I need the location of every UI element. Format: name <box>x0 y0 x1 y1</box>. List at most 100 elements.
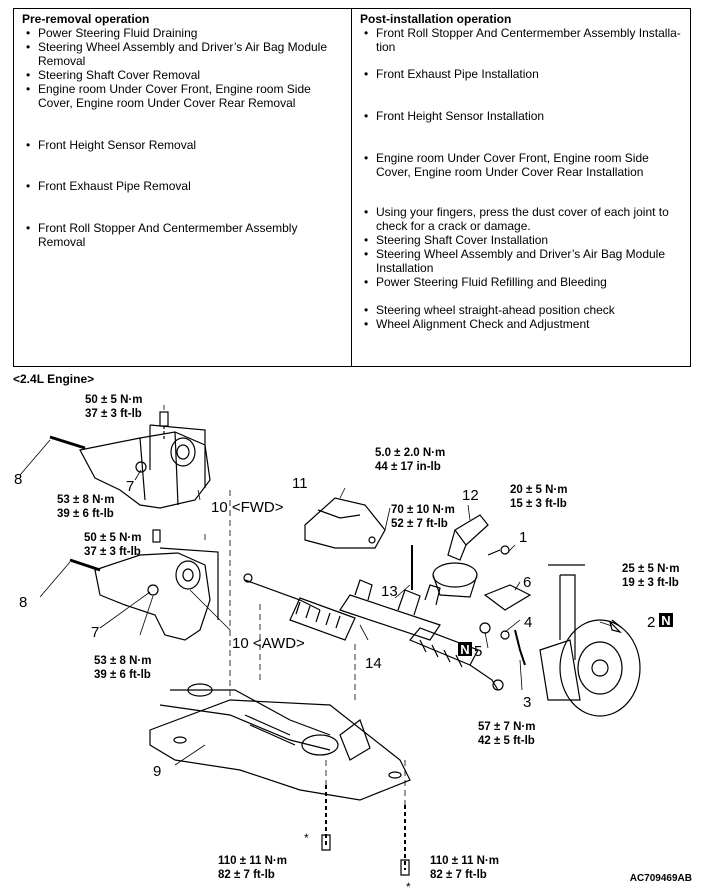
post-installation-item: Steering Wheel Assembly and Driver’s Air… <box>360 247 665 275</box>
pre-removal-item: Front Height Sensor Removal <box>22 138 196 152</box>
torque-label: 25 ± 5 N·m <box>622 563 679 575</box>
torque-label: 44 ± 17 in-lb <box>375 461 441 473</box>
post-installation-item-line: Steering Wheel Assembly and Driver’s Air… <box>376 247 666 261</box>
pre-removal-item: Power Steering Fluid Draining <box>22 26 197 40</box>
pre-removal-item: Engine room Under Cover Front, Engine ro… <box>22 82 311 110</box>
torque-label: 110 ± 11 N·m <box>430 855 499 867</box>
post-installation-item: Front Exhaust Pipe Installation <box>360 67 539 81</box>
pre-removal-item-line: Cover, Engine room Under Cover Rear Remo… <box>38 96 296 110</box>
n-mark-part-5: N <box>458 642 472 657</box>
callout-10-awd: 10 <AWD> <box>232 635 305 652</box>
tie-rod-end-parts <box>479 622 526 666</box>
operations-table: Pre-removal operation Power Steering Flu… <box>13 8 691 367</box>
pre-removal-item: Steering Shaft Cover Removal <box>22 68 200 82</box>
post-installation-item: Wheel Alignment Check and Adjustment <box>360 317 589 331</box>
torque-label: 37 ± 3 ft-lb <box>84 546 141 558</box>
torque-label: 50 ± 5 N·m <box>85 394 142 406</box>
callout-3: 3 <box>523 694 531 711</box>
torque-label: 53 ± 8 N·m <box>94 655 151 667</box>
asterisk-mark: * <box>406 880 411 891</box>
pre-removal-item-line: Front Height Sensor Removal <box>38 138 197 152</box>
figure-id: AC709469AB <box>630 873 692 884</box>
callout-10-fwd: 10 <FWD> <box>211 499 284 516</box>
post-installation-item: Front Roll Stopper And Centermember Asse… <box>360 26 681 54</box>
leader-lines <box>19 405 613 805</box>
callout-1: 1 <box>519 529 527 546</box>
callout-8: 8 <box>14 471 22 488</box>
pre-removal-item-line: Steering Wheel Assembly and Driver’s Air… <box>38 40 328 54</box>
torque-label: 39 ± 6 ft-lb <box>57 508 114 520</box>
torque-label: 82 ± 7 ft-lb <box>430 869 487 881</box>
post-installation-item-line: Wheel Alignment Check and Adjustment <box>376 317 590 331</box>
steering-gear-box <box>243 573 504 691</box>
post-installation-title: Post-installation operation <box>360 12 512 26</box>
post-installation-item-line: Front Height Sensor Installation <box>376 109 545 123</box>
post-installation-item-line: Steering wheel straight-ahead position c… <box>376 303 615 317</box>
callout-4: 4 <box>524 614 532 631</box>
pre-removal-item-line: Removal <box>38 54 86 68</box>
torque-label: 53 ± 8 N·m <box>57 494 114 506</box>
post-installation-item: Power Steering Fluid Refilling and Bleed… <box>360 275 607 289</box>
pre-removal-column: Pre-removal operation Power Steering Flu… <box>14 9 352 366</box>
pre-removal-item-line: Power Steering Fluid Draining <box>38 26 198 40</box>
torque-label: 52 ± 7 ft-lb <box>391 518 448 530</box>
callout-11: 11 <box>292 475 308 492</box>
post-installation-item-line: Cover, Engine room Under Cover Rear Inst… <box>376 165 644 179</box>
callout-8: 8 <box>19 594 27 611</box>
post-installation-item-line: Engine room Under Cover Front, Engine ro… <box>376 151 649 165</box>
engine-subtitle: <2.4L Engine> <box>13 372 95 386</box>
post-installation-item-line: tion <box>376 40 396 54</box>
torque-label: 42 ± 5 ft-lb <box>478 735 535 747</box>
post-installation-item-line: Front Roll Stopper And Centermember Asse… <box>376 26 681 40</box>
post-installation-item-line: check for a crack or damage. <box>376 219 531 233</box>
steering-column-coupling <box>432 514 510 598</box>
torque-label: 57 ± 7 N·m <box>478 721 535 733</box>
post-installation-item: Steering wheel straight-ahead position c… <box>360 303 615 317</box>
clamp <box>483 584 532 611</box>
post-installation-item: Front Height Sensor Installation <box>360 109 544 123</box>
pre-removal-item-line: Steering Shaft Cover Removal <box>38 68 201 82</box>
awd-roll-stopper-bracket <box>69 529 219 641</box>
torque-label: 37 ± 3 ft-lb <box>85 408 142 420</box>
pre-removal-item-line: Engine room Under Cover Front, Engine ro… <box>38 82 311 96</box>
pre-removal-item: Front Exhaust Pipe Removal <box>22 179 191 193</box>
asterisk-mark: * <box>304 831 309 845</box>
post-installation-item-line: Using your fingers, press the dust cover… <box>376 205 669 219</box>
torque-label: 19 ± 3 ft-lb <box>622 577 679 589</box>
post-installation-item: Engine room Under Cover Front, Engine ro… <box>360 151 649 179</box>
callout-2: 2 <box>647 614 655 631</box>
torque-label: 70 ± 10 N·m <box>391 504 455 516</box>
callout-9: 9 <box>153 763 161 780</box>
callout-14: 14 <box>365 655 382 672</box>
callout-7: 7 <box>91 624 99 641</box>
callout-12: 12 <box>462 487 479 504</box>
post-installation-item-line: Power Steering Fluid Refilling and Bleed… <box>376 275 607 289</box>
pre-removal-title: Pre-removal operation <box>22 12 150 26</box>
crossmember <box>149 683 411 801</box>
post-installation-column: Post-installation operation Front Roll S… <box>352 9 690 366</box>
post-installation-item: Steering Shaft Cover Installation <box>360 233 548 247</box>
post-installation-item-line: Installation <box>376 261 434 275</box>
torque-label: 110 ± 11 N·m <box>218 855 287 867</box>
n-mark-label: N <box>460 642 469 657</box>
pre-removal-item: Steering Wheel Assembly and Driver’s Air… <box>22 40 327 68</box>
torque-label: 5.0 ± 2.0 N·m <box>375 447 445 459</box>
pre-removal-item-line: Front Roll Stopper And Centermember Asse… <box>38 221 298 235</box>
callout-13: 13 <box>381 583 398 600</box>
post-installation-item-line: Front Exhaust Pipe Installation <box>376 67 539 81</box>
post-installation-item-line: Steering Shaft Cover Installation <box>376 233 549 247</box>
torque-label: 50 ± 5 N·m <box>84 532 141 544</box>
pre-removal-item-line: Front Exhaust Pipe Removal <box>38 179 191 193</box>
n-mark-part-2: N <box>659 613 673 628</box>
torque-label: 39 ± 6 ft-lb <box>94 669 151 681</box>
heat-protector <box>304 497 386 549</box>
torque-label: 82 ± 7 ft-lb <box>218 869 275 881</box>
torque-label: 15 ± 3 ft-lb <box>510 498 567 510</box>
fwd-roll-stopper-bracket <box>49 411 211 509</box>
callout-7: 7 <box>126 478 134 495</box>
crossmember-bolts <box>321 785 410 876</box>
callout-6: 6 <box>523 574 531 591</box>
pre-removal-item: Front Roll Stopper And Centermember Asse… <box>22 221 297 249</box>
post-installation-item: Using your fingers, press the dust cover… <box>360 205 669 233</box>
